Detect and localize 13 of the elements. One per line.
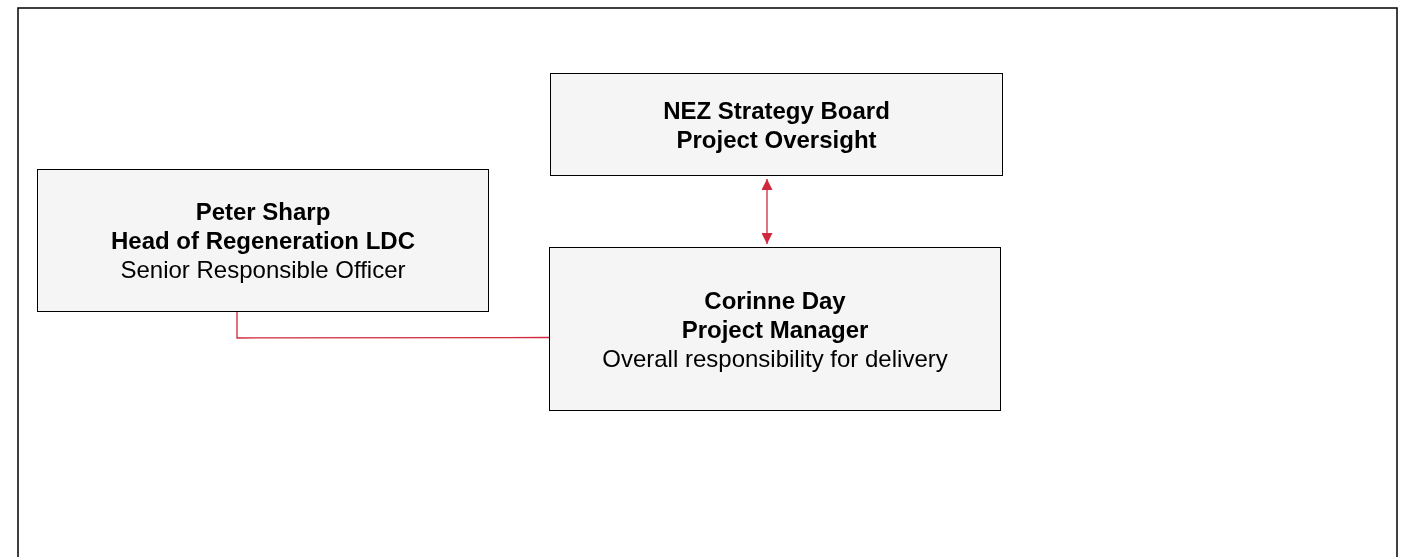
role-title: Project Manager [681,314,869,344]
role-title: Project Oversight [676,124,877,154]
org-box [37,169,489,312]
name-text: Peter Sharp [195,197,331,226]
name-text: NEZ Strategy Board [663,95,890,125]
role-title: Head of Regeneration LDC [111,226,415,255]
role-description: Senior Responsible Officer [120,255,406,284]
role-description: Overall responsibility for delivery [602,343,948,373]
connector [761,178,773,245]
name-text: Corinne Day [704,285,846,315]
org-box [549,247,1001,411]
connector [236,311,550,339]
org-box [550,73,1003,176]
